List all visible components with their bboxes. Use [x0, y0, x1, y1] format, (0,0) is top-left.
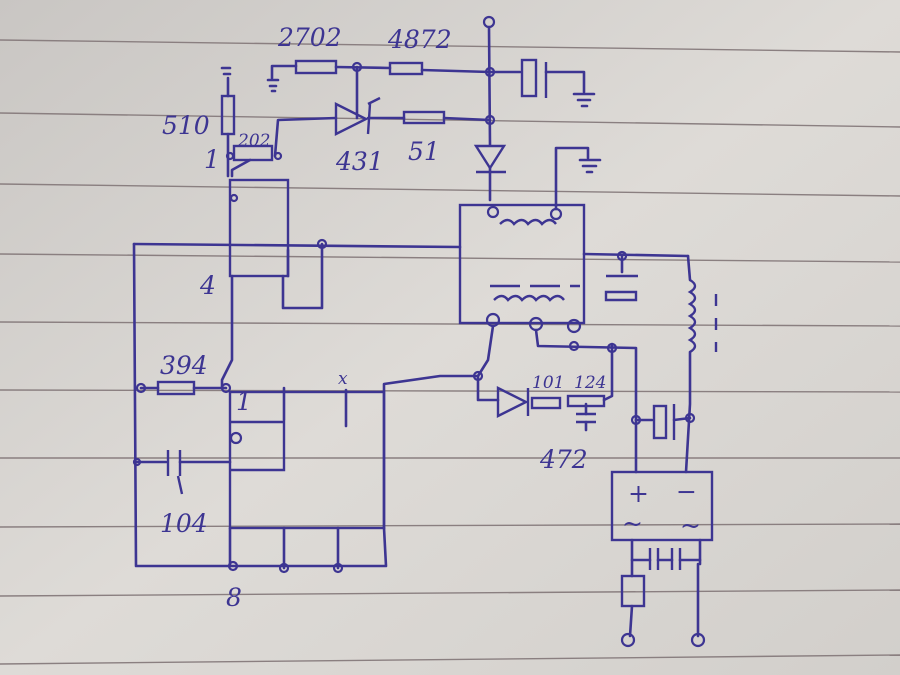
optocoupler-input — [220, 66, 328, 310]
ground-symbol-aux — [578, 158, 602, 174]
ac-input-terminal-left — [620, 632, 636, 648]
vcc-symbol-left — [220, 66, 232, 76]
top-resistor-divider — [266, 59, 492, 120]
resistor-4872 — [388, 61, 424, 76]
label-bridge-ac-right: ~ — [680, 511, 701, 540]
secondary-winding — [499, 218, 557, 226]
label-pin-1-top: 1 — [204, 145, 220, 174]
label-51: 51 — [408, 137, 440, 166]
label-101: 101 — [532, 373, 564, 393]
label-472: 472 — [539, 445, 588, 474]
bridge-rectifier-box — [610, 470, 714, 542]
resistor-101 — [530, 396, 562, 410]
diode-snubber — [496, 386, 530, 418]
label-pin-4: 4 — [199, 271, 216, 300]
label-pin-1-ic: 1 — [236, 387, 252, 416]
ac-input-terminal-right — [690, 632, 706, 648]
ruled-lines — [0, 39, 900, 665]
label-202: 202 — [237, 131, 270, 151]
ground-symbol-topleft — [266, 78, 280, 93]
label-bridge-ac-left: ~ — [622, 509, 643, 538]
label-124: 124 — [574, 373, 606, 393]
main-rail — [132, 242, 718, 474]
ground-symbol-topright — [572, 92, 596, 108]
transformer — [458, 146, 602, 334]
label-pin-x: x — [338, 369, 348, 389]
pin1-marker — [229, 431, 243, 445]
label-394: 394 — [160, 351, 208, 380]
label-431: 431 — [335, 147, 384, 176]
controller-ic-section — [132, 242, 480, 574]
optocoupler-ic — [228, 178, 290, 278]
capacitor-top-electrolytic — [520, 58, 538, 98]
transformer-body — [458, 203, 586, 325]
bridge-rectifier — [610, 470, 714, 648]
resistor-202 — [232, 144, 274, 162]
component-labels: 2702 4872 510 202 1 431 51 4 394 1 x 101… — [160, 23, 701, 612]
top-vcc-rail — [482, 15, 596, 147]
label-4872: 4872 — [387, 25, 452, 54]
capacitor-y — [652, 404, 668, 440]
primary-winding — [493, 294, 565, 302]
label-104: 104 — [160, 509, 208, 538]
snubber-branch — [472, 324, 696, 474]
label-pin-8: 8 — [226, 583, 242, 612]
label-510: 510 — [162, 111, 210, 140]
inductor-filter — [687, 278, 697, 354]
tl431-branch — [230, 96, 507, 202]
label-2702: 2702 — [277, 23, 342, 52]
capacitor-bulk — [604, 274, 638, 302]
label-bridge-minus: − — [676, 477, 697, 506]
zener-431 — [334, 102, 369, 136]
controller-ic-pin-block — [230, 420, 286, 472]
label-bridge-plus: + — [628, 479, 649, 508]
